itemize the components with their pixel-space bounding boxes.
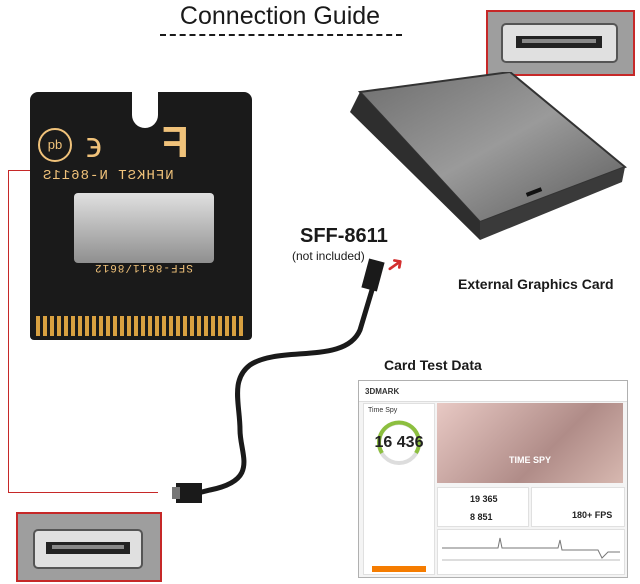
external-gpu-enclosure — [350, 72, 627, 240]
cable-note: (not included) — [292, 249, 365, 263]
test-data-title: Card Test Data — [384, 357, 482, 373]
cpu-score: 8 851 — [470, 512, 493, 522]
score-gauge — [377, 420, 421, 465]
action-button[interactable] — [372, 566, 426, 572]
monitoring-panel — [437, 529, 625, 575]
sub-scores-panel: 19 365 8 851 — [437, 487, 529, 527]
benchmark-name: Time Spy — [368, 407, 398, 414]
score-panel: Time Spy 16 436 — [363, 403, 435, 575]
benchmark-screenshot: 3DMARK Time Spy 16 436 TIME SPY 19 365 8… — [358, 380, 628, 578]
sff-port-inset-top — [486, 10, 635, 76]
time-spy-banner — [437, 403, 623, 483]
app-header: 3DMARK — [359, 381, 627, 402]
overall-score: 16 436 — [374, 434, 424, 451]
estimated-fps: 180+ FPS — [572, 510, 613, 520]
board-silkscreen-model: NFHKST N-8611S — [42, 168, 174, 184]
ce-logo-icon: ϵ — [86, 124, 102, 165]
pointer-line-vertical — [8, 170, 9, 492]
page-title: Connection Guide — [179, 2, 381, 30]
fps-panel: 180+ FPS — [531, 487, 625, 527]
sff-8611-cable — [172, 258, 385, 503]
cable-name: SFF-8611 — [300, 225, 388, 247]
egpu-label: External Graphics Card — [458, 276, 614, 292]
sff-8611-port — [74, 193, 214, 263]
banner-title: TIME SPY — [509, 455, 552, 465]
monitoring-graph — [442, 537, 620, 561]
pointer-line-bottom — [8, 492, 158, 493]
sff-port-inset-bottom — [16, 512, 162, 582]
board-notch — [132, 92, 158, 128]
fc-logo-icon: F — [162, 118, 189, 167]
app-logo: 3DMARK — [365, 387, 400, 396]
pb-free-logo: pb — [38, 128, 72, 162]
title-underline — [160, 34, 402, 36]
graphics-score: 19 365 — [470, 494, 498, 504]
pointer-line-top — [8, 170, 40, 171]
m2-gold-fingers — [36, 316, 246, 336]
